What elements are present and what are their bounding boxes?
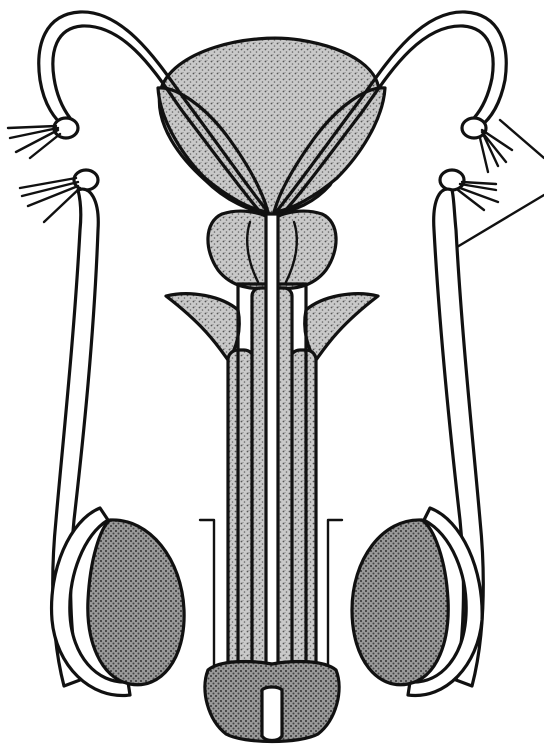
testis-left: [88, 520, 184, 685]
bulbourethral-gland-right: [305, 294, 378, 360]
corpus-cavernosum-right: [290, 350, 316, 680]
testis-right: [352, 520, 448, 685]
urethral-opening: [262, 687, 282, 741]
skin-fold-left: [200, 520, 214, 672]
skin-fold-right: [328, 520, 342, 672]
ligature-left-upper: [8, 118, 78, 158]
bulbourethral-gland-left: [166, 294, 239, 360]
urethra: [266, 214, 278, 720]
corpus-cavernosum-left: [228, 350, 254, 680]
ligature-right-upper: [462, 118, 512, 172]
